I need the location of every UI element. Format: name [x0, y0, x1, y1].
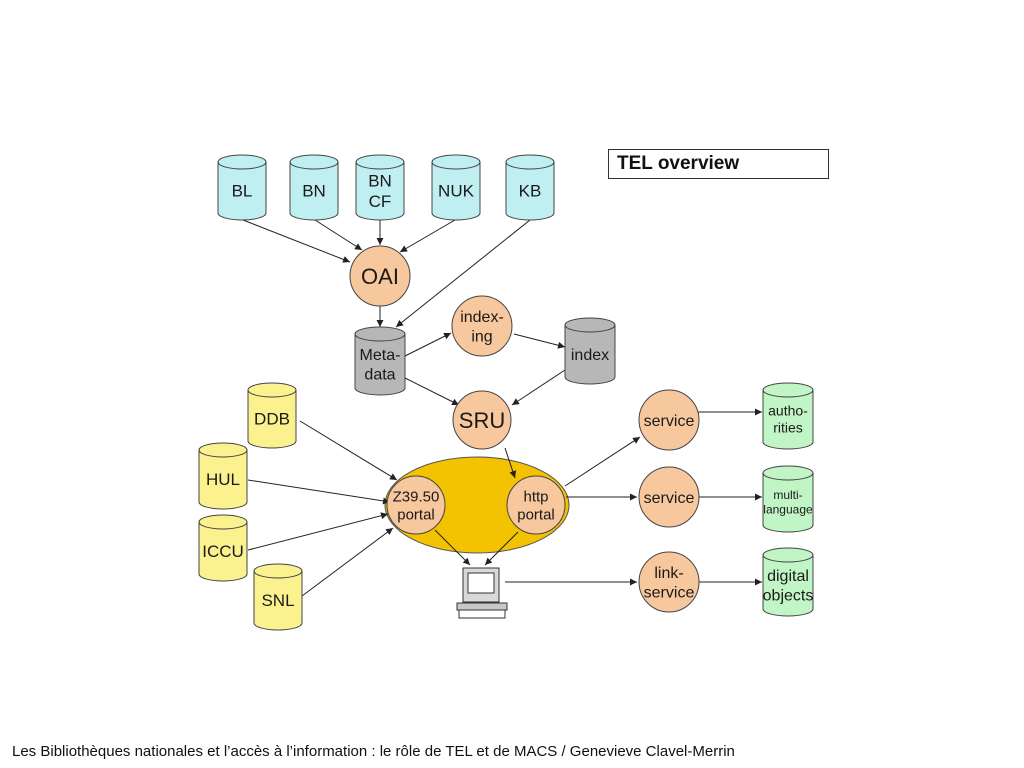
authorities-db-cylinder: autho-rities: [762, 382, 814, 450]
kb-db-label: KB: [519, 182, 542, 201]
service2-label: service: [644, 490, 695, 507]
arrow-metadata-sru: [404, 377, 460, 406]
metadata-db-label: Meta-data: [360, 347, 401, 384]
nuk-db-cylinder: NUK: [431, 154, 481, 221]
index-db-label: index: [571, 347, 609, 364]
arrow-nuk-oai: [399, 219, 456, 253]
arrow-z3950-computer: [434, 529, 471, 566]
iccu-db-cylinder: ICCU: [198, 514, 248, 582]
arrow-hul-z3950: [247, 479, 391, 505]
kb-db-cylinder: KB: [505, 154, 555, 221]
oai-node: OAI: [349, 245, 411, 307]
service1-label: service: [644, 413, 695, 430]
multilanguage-db-label: multi-language: [763, 488, 813, 517]
snl-db-cylinder: SNL: [253, 563, 303, 631]
arrow-indexing-index: [513, 333, 566, 349]
indexing-label: index-ing: [460, 309, 504, 346]
bn-db-cylinder: BN: [289, 154, 339, 221]
arrow-iccu-z3950: [247, 512, 389, 551]
service2-node: service: [638, 466, 700, 528]
hul-db-cylinder: HUL: [198, 442, 248, 510]
snl-db-label: SNL: [261, 591, 294, 610]
arrow-http-service1: [564, 436, 641, 487]
indexing-node: index-ing: [451, 295, 513, 357]
diagram-title-box: TEL overview: [608, 149, 829, 179]
sru-node: SRU: [452, 390, 512, 450]
authorities-db-label: autho-rities: [768, 403, 808, 436]
connector-arrows: [242, 219, 762, 597]
arrow-snl-z3950: [301, 527, 394, 597]
bl-db-label: BL: [232, 182, 253, 201]
arrow-ddb-z3950: [299, 420, 398, 481]
linkservice-label: link-service: [644, 565, 695, 602]
metadata-db-cylinder: Meta-data: [354, 326, 406, 396]
sru-label: SRU: [459, 408, 505, 433]
iccu-db-label: ICCU: [202, 542, 244, 561]
arrow-kb-metadata: [395, 219, 531, 328]
footer-caption: Les Bibliothèques nationales et l’accès …: [12, 743, 735, 760]
oai-label: OAI: [361, 264, 399, 289]
arrow-bl-oai: [242, 219, 351, 263]
computer-terminal-icon: [456, 567, 508, 619]
ddb-db-label: DDB: [254, 410, 290, 429]
arrow-sru-http: [504, 447, 517, 479]
arrow-bn-oai: [314, 219, 363, 251]
ddb-db-cylinder: DDB: [247, 382, 297, 449]
multilanguage-db-cylinder: multi-language: [762, 465, 814, 533]
service1-node: service: [638, 389, 700, 451]
index-db-cylinder: index: [564, 317, 616, 385]
diagram-title: TEL overview: [617, 153, 740, 174]
hul-db-label: HUL: [206, 470, 240, 489]
linkservice-node: link-service: [638, 551, 700, 613]
arrow-http-computer: [484, 531, 519, 566]
bl-db-cylinder: BL: [217, 154, 267, 221]
arrow-index-sru: [511, 367, 569, 406]
nuk-db-label: NUK: [438, 182, 475, 201]
bn-db-label: BN: [302, 182, 326, 201]
arrow-metadata-indexing: [404, 332, 452, 357]
